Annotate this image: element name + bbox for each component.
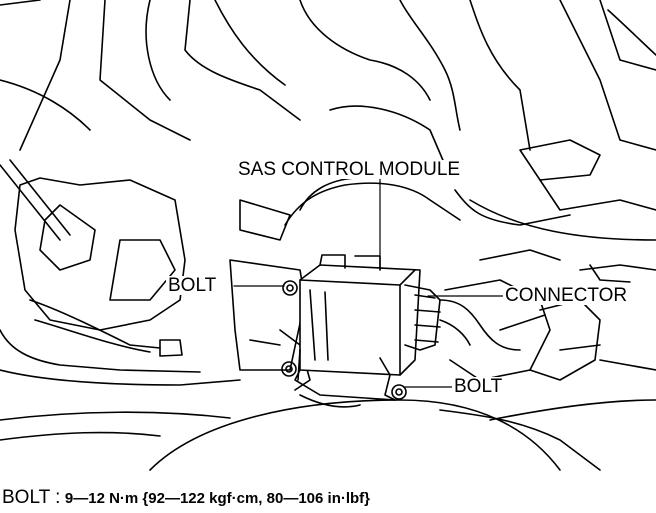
left-assembly xyxy=(0,159,241,386)
label-connector: CONNECTOR xyxy=(503,285,630,306)
label-bolt-upper: BOLT xyxy=(166,275,219,296)
module-connector xyxy=(404,284,521,351)
bolt-icon xyxy=(391,384,407,400)
label-bolt-lower: BOLT xyxy=(452,376,505,397)
torque-specification: BOLT : 9—12 N·m {92—122 kgf·cm, 80—106 i… xyxy=(2,488,370,507)
bolt-icon xyxy=(281,361,297,377)
spec-value: 9—12 N·m {92—122 kgf·cm, 80—106 in·lbf} xyxy=(64,490,371,507)
bolt-icon xyxy=(282,280,298,296)
label-sas-control-module: SAS CONTROL MODULE xyxy=(236,159,463,180)
spec-key: BOLT : xyxy=(2,487,61,508)
sas-control-module xyxy=(294,254,421,401)
leader-lines xyxy=(233,177,504,388)
lower-structure xyxy=(0,394,601,471)
background-structure xyxy=(0,0,656,241)
